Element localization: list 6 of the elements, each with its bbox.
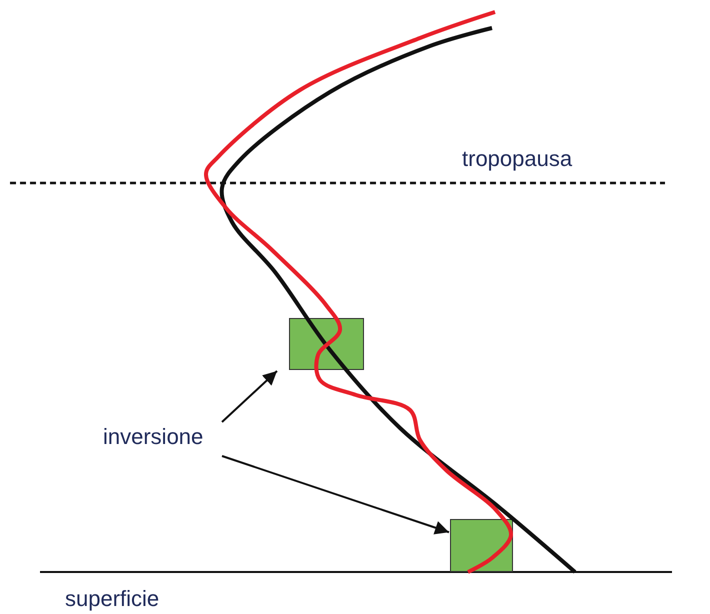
annotation-label: inversione [103,424,204,450]
tropopause-label: tropopausa [462,148,572,170]
surface-label: superficie [65,588,160,610]
arrow [221,370,278,423]
arrow [222,455,450,534]
inversion-box [450,519,513,572]
